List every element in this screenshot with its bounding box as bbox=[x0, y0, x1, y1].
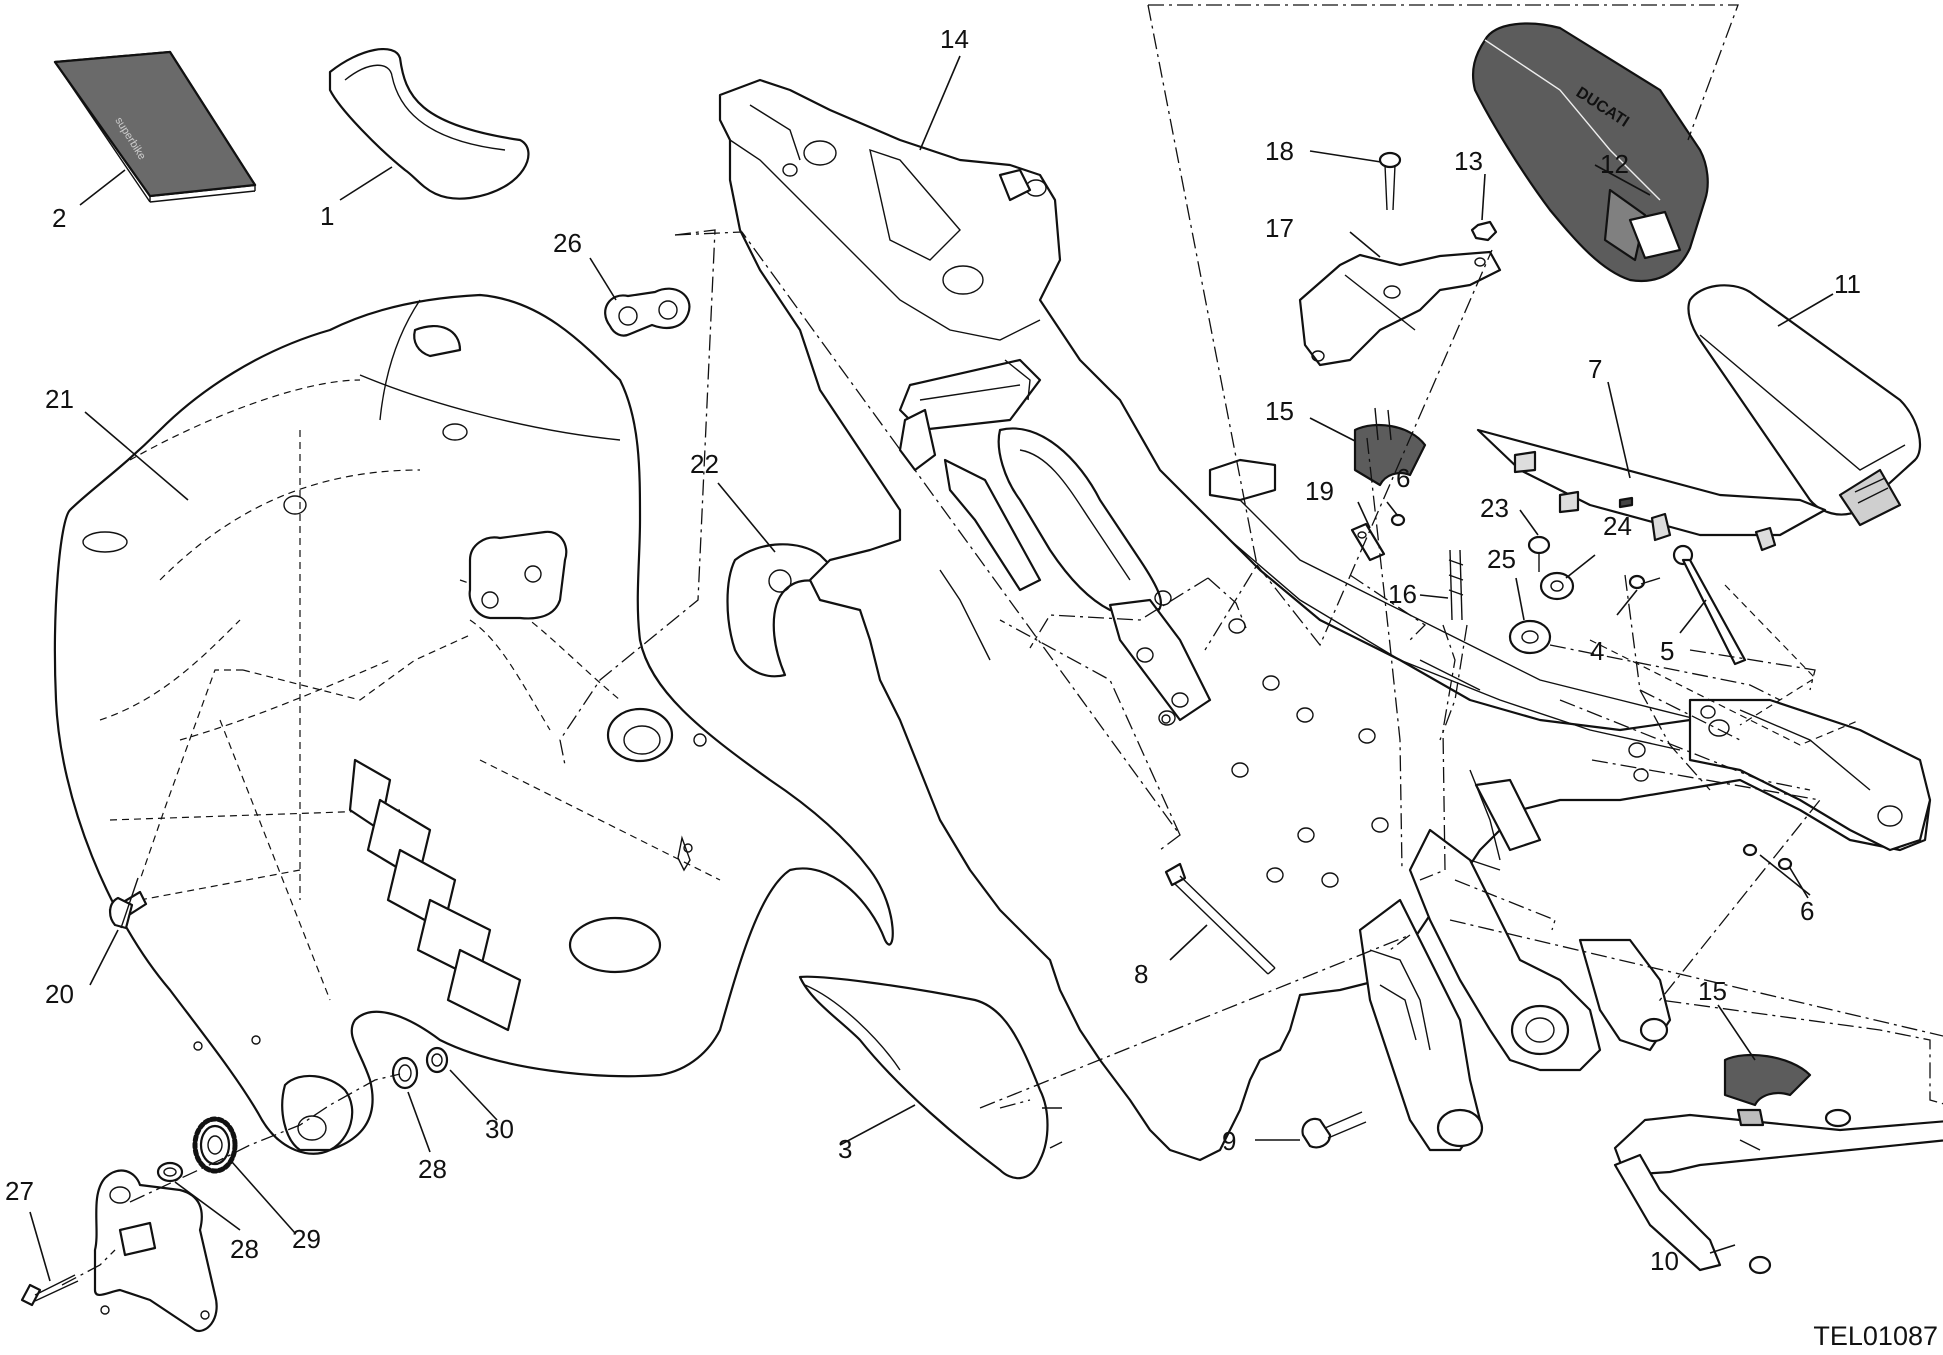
callout-29: 29 bbox=[292, 1224, 321, 1254]
callout-12: 12 bbox=[1600, 149, 1629, 179]
part-seat-pad bbox=[328, 48, 530, 200]
part-license-bracket-10 bbox=[1613, 1108, 1943, 1275]
part-rear-subframe bbox=[718, 78, 1932, 1162]
part-grommet-24 bbox=[1539, 571, 1575, 601]
part-rod-5 bbox=[1672, 544, 1747, 666]
callout-14: 14 bbox=[940, 24, 969, 54]
part-bolt-27 bbox=[20, 1274, 79, 1307]
callout-16: 16 bbox=[1388, 579, 1417, 609]
callout-6-upper: 6 bbox=[1396, 463, 1410, 493]
callout-1: 1 bbox=[320, 201, 334, 231]
callout-11: 11 bbox=[1834, 269, 1861, 299]
part-gear-29 bbox=[192, 1116, 238, 1174]
callout-23: 23 bbox=[1480, 493, 1509, 523]
callout-27: 27 bbox=[5, 1176, 34, 1206]
part-light-strip-7 bbox=[1476, 428, 1827, 552]
assembly-lines bbox=[61, 4, 1943, 1286]
callout-3: 3 bbox=[838, 1134, 852, 1164]
callout-25: 25 bbox=[1487, 544, 1516, 574]
part-manual-booklet: superbike bbox=[53, 50, 257, 203]
part-stud-16 bbox=[1448, 549, 1464, 621]
callout-13: 13 bbox=[1454, 146, 1483, 176]
callout-leaders bbox=[29, 55, 1834, 1282]
part-washer-28-lower bbox=[156, 1161, 184, 1183]
part-bolt-8 bbox=[1164, 862, 1276, 975]
part-control-unit-11 bbox=[1687, 284, 1922, 527]
part-tail-housing-12: DUCATI bbox=[1471, 22, 1709, 283]
part-spacer-30 bbox=[425, 1046, 449, 1074]
part-nut-6-upper bbox=[1390, 513, 1406, 527]
part-grommet-15-upper bbox=[1353, 407, 1427, 487]
callout-6-lower: 6 bbox=[1800, 896, 1814, 926]
callout-5: 5 bbox=[1660, 636, 1674, 666]
part-bracket-17 bbox=[1298, 250, 1502, 367]
part-bolt-9 bbox=[1301, 1111, 1367, 1149]
part-grommet-25 bbox=[1508, 619, 1552, 655]
part-rear-undertray bbox=[53, 293, 894, 1155]
callout-20: 20 bbox=[45, 979, 74, 1009]
callout-18: 18 bbox=[1265, 136, 1294, 166]
part-grommet-15-lower bbox=[1723, 1053, 1812, 1127]
callout-26: 26 bbox=[553, 228, 582, 258]
part-mount-bracket bbox=[93, 1169, 218, 1333]
part-nut-6-lower bbox=[1742, 843, 1793, 871]
callout-17: 17 bbox=[1265, 213, 1294, 243]
part-washer-28-upper bbox=[391, 1056, 419, 1090]
callout-15-lower: 15 bbox=[1698, 976, 1727, 1006]
callout-21: 21 bbox=[45, 384, 74, 414]
drawing-reference-code: TEL01087 bbox=[1813, 1321, 1938, 1351]
callout-7: 7 bbox=[1588, 354, 1602, 384]
callout-28-lower: 28 bbox=[230, 1234, 259, 1264]
callout-8: 8 bbox=[1134, 959, 1148, 989]
callout-19: 19 bbox=[1305, 476, 1334, 506]
part-clip-19 bbox=[1350, 522, 1386, 562]
callout-4: 4 bbox=[1590, 636, 1604, 666]
callout-30: 30 bbox=[485, 1114, 514, 1144]
part-screw-4 bbox=[1628, 574, 1661, 590]
part-link-plate bbox=[604, 287, 691, 337]
callout-labels: 1 2 3 4 5 6 6 7 8 9 10 11 12 13 14 15 15… bbox=[5, 24, 1861, 1276]
part-nut-13 bbox=[1470, 220, 1498, 242]
callout-2: 2 bbox=[52, 203, 66, 233]
callout-10: 10 bbox=[1650, 1246, 1679, 1276]
part-screw-18 bbox=[1378, 151, 1402, 211]
callout-9: 9 bbox=[1222, 1126, 1236, 1156]
part-side-panel bbox=[798, 975, 1063, 1180]
part-bolt-20 bbox=[108, 877, 148, 930]
callout-24: 24 bbox=[1603, 511, 1632, 541]
callout-22: 22 bbox=[690, 449, 719, 479]
callout-15-upper: 15 bbox=[1265, 396, 1294, 426]
part-screw-23 bbox=[1527, 535, 1551, 572]
callout-28-upper: 28 bbox=[418, 1154, 447, 1184]
